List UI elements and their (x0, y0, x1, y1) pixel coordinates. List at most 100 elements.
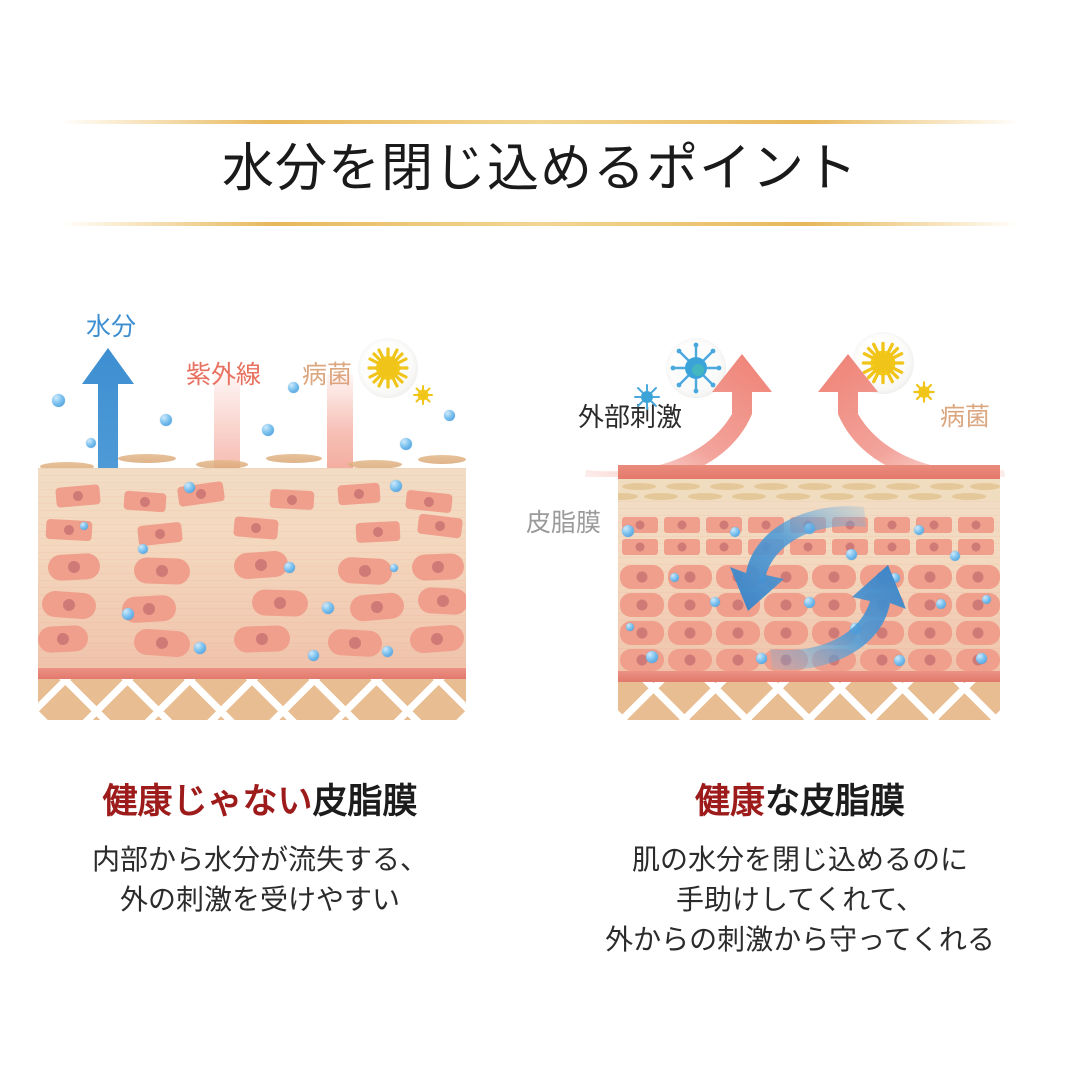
water-droplet-icon (804, 597, 815, 608)
water-droplet-icon (138, 544, 148, 554)
water-droplet-icon (646, 651, 658, 663)
water-droplet-icon (122, 608, 134, 620)
skin-cell (958, 517, 994, 533)
water-droplet-icon (622, 525, 634, 537)
skin-cell (874, 517, 910, 533)
skin-cell (716, 649, 760, 671)
blue-virus-icon-small (634, 384, 660, 410)
skin-cell (874, 539, 910, 555)
skin-cell (123, 490, 167, 513)
skin-cell (269, 488, 315, 511)
subcutaneous-fat-layer (38, 679, 466, 720)
water-droplet-icon (390, 564, 398, 572)
skin-cell (409, 624, 465, 654)
skin-cross-section-unhealthy (38, 468, 466, 720)
gold-rule-bottom (60, 222, 1020, 226)
caption-heading-highlight: 健康じゃない (102, 782, 313, 821)
caption-heading: 健康な皮脂膜 (520, 780, 1080, 824)
skin-cell (706, 539, 742, 555)
skin-cell (956, 621, 1000, 645)
caption-heading: 健康じゃない皮脂膜 (0, 780, 520, 824)
page-title: 水分を閉じ込めるポイント (221, 140, 858, 198)
skin-cell (812, 565, 856, 589)
water-droplet-icon (184, 482, 195, 493)
skin-cell (133, 557, 191, 585)
skin-cell (832, 539, 868, 555)
basal-membrane (618, 671, 1000, 682)
yellow-germ-icon (861, 341, 905, 385)
skin-cell (664, 539, 700, 555)
skin-cell (233, 516, 279, 540)
water-droplet-icon (982, 595, 991, 604)
caption-heading-highlight: 健康 (694, 782, 765, 821)
water-droplet-icon (756, 653, 767, 664)
skin-cell (251, 589, 309, 617)
water-droplet-icon (710, 597, 720, 607)
yellow-germ-icon-small (913, 381, 935, 403)
skin-flake (118, 454, 176, 463)
skin-cell (355, 520, 401, 544)
water-droplet-icon (262, 424, 274, 436)
water-droplet-icon (80, 522, 88, 530)
skin-cell (764, 593, 808, 617)
caption-heading-rest: 皮脂膜 (312, 782, 418, 821)
fat-lattice-pattern (38, 679, 466, 720)
subcutaneous-fat-layer (618, 682, 1000, 720)
blue-virus-icon (670, 342, 722, 394)
caption-healthy: 健康な皮脂膜 肌の水分を閉じ込めるのに 手助けしてくれて、 外からの刺激から守っ… (520, 780, 1080, 960)
skin-cell (620, 593, 664, 617)
water-droplet-icon (890, 573, 900, 583)
caption-body: 内部から水分が流失する、 外の刺激を受けやすい (0, 840, 520, 920)
germ-bubble-large (358, 338, 418, 398)
skin-cell (47, 552, 101, 582)
water-droplet-icon (52, 394, 65, 407)
fat-lattice-pattern (618, 682, 1000, 720)
blue-up-arrow-icon (82, 348, 134, 548)
skin-cell (620, 565, 664, 589)
caption-unhealthy: 健康じゃない皮脂膜 内部から水分が流失する、 外の刺激を受けやすい (0, 780, 520, 920)
skin-cell (908, 621, 952, 645)
water-droplet-icon (194, 642, 206, 654)
skin-cell (133, 628, 191, 658)
caption-body: 肌の水分を閉じ込めるのに 手助けしてくれて、 外からの刺激から守ってくれる (520, 840, 1080, 960)
skin-cross-section-healthy (618, 465, 1000, 720)
skin-cell (337, 556, 393, 586)
skin-cell (55, 484, 101, 508)
skin-cell (233, 625, 291, 653)
yellow-germ-icon-small (413, 385, 433, 405)
label-external-stimulus: 外部刺激 (578, 402, 683, 432)
skin-flake (196, 460, 248, 469)
caption-line: 外からの刺激から守ってくれる (605, 924, 995, 955)
label-sebum-film: 皮脂膜 (526, 509, 602, 537)
skin-cell (790, 539, 826, 555)
water-droplet-icon (730, 527, 740, 537)
skin-cell (956, 565, 1000, 589)
skin-flake (266, 454, 322, 463)
skin-flake (40, 462, 94, 471)
water-droplet-icon (670, 573, 679, 582)
panel-healthy-sebum: 外部刺激 病菌 皮脂膜 (520, 290, 1080, 750)
skin-cell (668, 593, 712, 617)
skin-cell (908, 649, 952, 671)
caption-line: 手助けしてくれて、 (675, 884, 925, 915)
skin-cell (668, 649, 712, 671)
water-droplet-icon (400, 438, 412, 450)
skin-cell (908, 565, 952, 589)
water-droplet-icon (390, 480, 402, 492)
blue-circulation-arrow-icon (730, 506, 906, 670)
skin-cell (958, 539, 994, 555)
label-moisture: 水分 (86, 313, 137, 341)
skin-cell (620, 649, 664, 671)
skin-flake (418, 455, 466, 464)
water-droplet-icon (288, 382, 299, 393)
yellow-germ-icon (367, 347, 409, 389)
water-droplet-icon (950, 551, 960, 561)
gold-rule-top (60, 120, 1020, 124)
skin-cell (860, 649, 904, 671)
caption-line: 肌の水分を閉じ込めるのに (631, 844, 968, 875)
skin-cell (812, 593, 856, 617)
water-droplet-icon (936, 599, 946, 609)
water-droplet-icon (86, 438, 96, 448)
water-droplet-icon (160, 414, 172, 426)
